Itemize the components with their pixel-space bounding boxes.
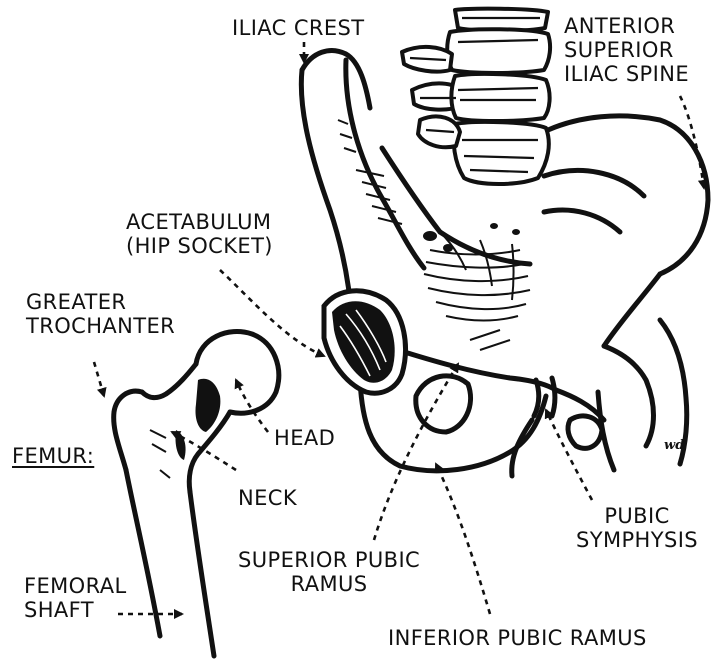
label-iliac-crest: ILIAC CREST [232, 16, 365, 40]
label-superior-pubic-ramus-line-2: RAMUS [238, 572, 420, 596]
label-asis-line-3: ILIAC SPINE [564, 62, 689, 86]
label-greater-trochanter: GREATER TROCHANTER [26, 290, 175, 338]
label-neck: NECK [238, 486, 297, 510]
femur-hatching [150, 430, 170, 478]
label-femur: FEMUR: [12, 444, 94, 468]
label-head: HEAD [274, 426, 335, 450]
label-acetabulum: ACETABULUM (HIP SOCKET) [126, 210, 273, 258]
label-neck-text: NECK [238, 486, 297, 510]
label-femur-text: FEMUR: [12, 444, 94, 468]
sacrum-texture [424, 232, 530, 321]
label-femoral-shaft-line-1: FEMORAL [24, 574, 127, 598]
label-asis-line-1: ANTERIOR [564, 14, 689, 38]
label-pubic-symphysis-line-1: PUBIC [576, 504, 698, 528]
arrow-acetabulum [220, 270, 324, 356]
label-femoral-shaft-line-2: SHAFT [24, 598, 127, 622]
arrow-greater-trochanter [94, 362, 104, 396]
label-anterior-superior-iliac-spine: ANTERIOR SUPERIOR ILIAC SPINE [564, 14, 689, 86]
label-inferior-pubic-ramus-text: INFERIOR PUBIC RAMUS [388, 626, 647, 650]
label-femoral-shaft: FEMORAL SHAFT [24, 574, 127, 622]
label-inferior-pubic-ramus: INFERIOR PUBIC RAMUS [388, 626, 647, 650]
label-acetabulum-line-1: ACETABULUM [126, 210, 273, 234]
label-head-text: HEAD [274, 426, 335, 450]
arrow-inferior-pubic-ramus [436, 464, 490, 614]
artist-signature: wd [664, 438, 684, 453]
acetabulum-socket [324, 291, 405, 393]
label-acetabulum-line-2: (HIP SOCKET) [126, 234, 273, 258]
artist-signature-text: wd [664, 438, 684, 453]
label-pubic-symphysis-line-2: SYMPHYSIS [576, 528, 698, 552]
label-pubic-symphysis: PUBIC SYMPHYSIS [576, 504, 698, 552]
label-superior-pubic-ramus-line-1: SUPERIOR PUBIC [238, 548, 420, 572]
label-greater-trochanter-line-2: TROCHANTER [26, 314, 175, 338]
label-greater-trochanter-line-1: GREATER [26, 290, 175, 314]
label-asis-line-2: SUPERIOR [564, 38, 689, 62]
label-iliac-crest-text: ILIAC CREST [232, 16, 365, 40]
label-superior-pubic-ramus: SUPERIOR PUBIC RAMUS [238, 548, 420, 596]
